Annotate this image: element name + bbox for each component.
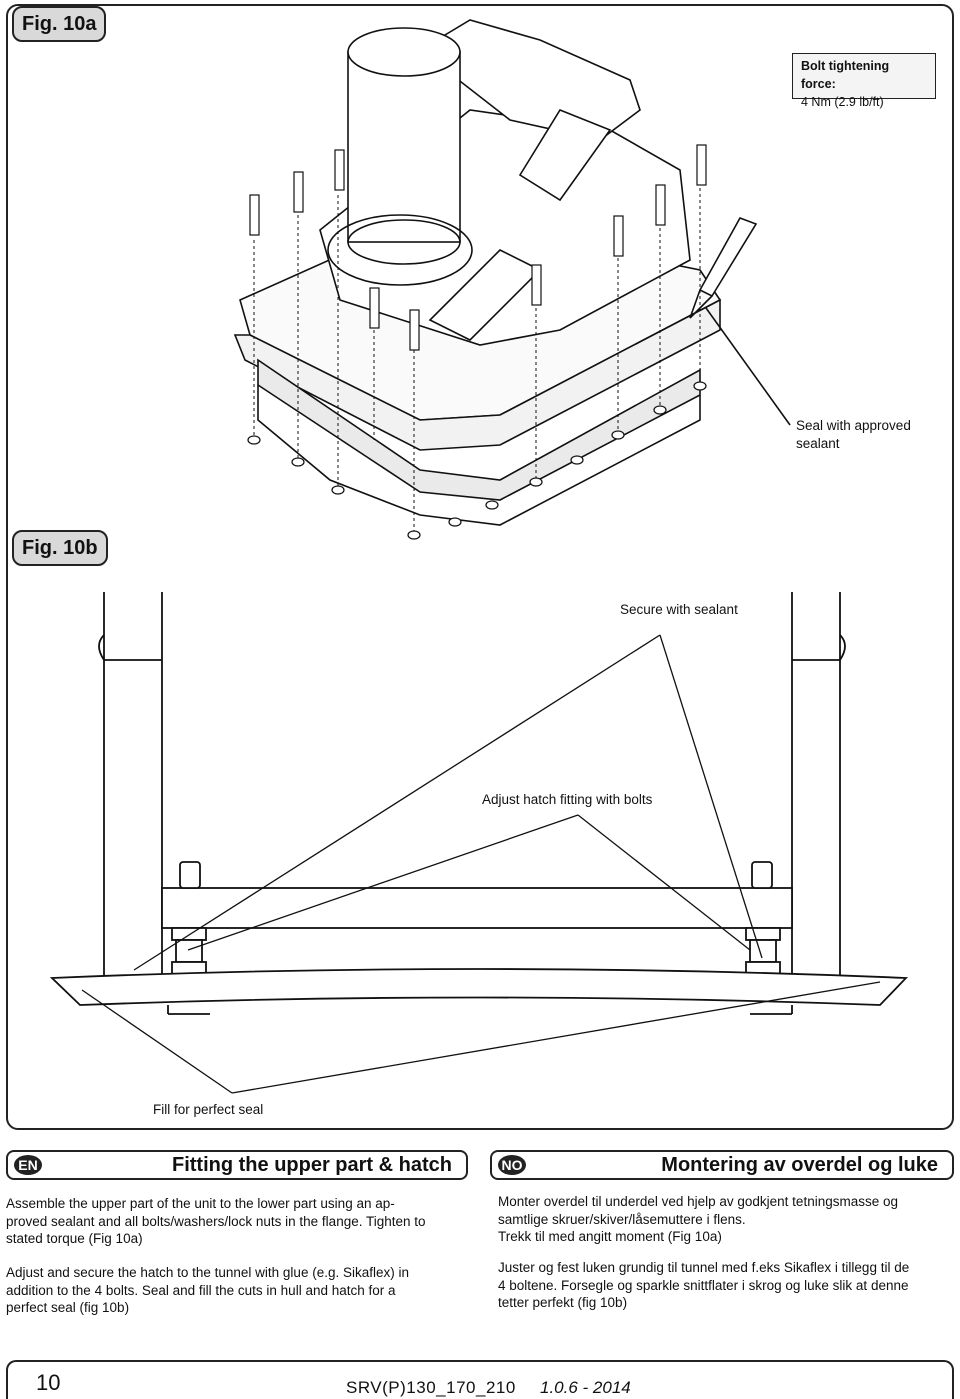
no-p2-line3: tetter perfekt (fig 10b) (498, 1295, 628, 1310)
fig-10b-label: Fig. 10b (12, 530, 108, 566)
footer: 10 SRV(P)130_170_210 1.0.6 - 2014 (6, 1360, 954, 1399)
en-header: EN Fitting the upper part & hatch (6, 1150, 468, 1180)
en-p2-line1: Adjust and secure the hatch to the tunne… (6, 1265, 409, 1280)
torque-title: Bolt tightening force: (801, 59, 890, 91)
no-p1-line1: Monter overdel til underdel ved hjelp av… (498, 1194, 898, 1209)
seal-note-line2: sealant (796, 436, 840, 451)
en-paragraph-1: Assemble the upper part of the unit to t… (6, 1195, 476, 1248)
en-p1-line1: Assemble the upper part of the unit to t… (6, 1196, 395, 1211)
seal-note-line1: Seal with approved (796, 418, 911, 433)
no-p1-line3: Trekk til med angitt moment (Fig 10a) (498, 1229, 722, 1244)
en-p1-line2: proved sealant and all bolts/washers/loc… (6, 1213, 426, 1229)
secure-note: Secure with sealant (620, 602, 738, 617)
no-header: NO Montering av overdel og luke (490, 1150, 954, 1180)
no-title: Montering av overdel og luke (661, 1154, 938, 1176)
en-flag-icon: EN (14, 1155, 42, 1175)
assembly-drawing (49, 19, 909, 1094)
torque-box: Bolt tightening force: 4 Nm (2.9 lb/ft) (792, 53, 936, 109)
en-p2-line2: addition to the 4 bolts. Seal and fill t… (6, 1282, 396, 1298)
no-p1-line2: samtlige skruer/skiver/låsemuttere i fle… (498, 1211, 746, 1227)
en-p2-line3: perfect seal (fig 10b) (6, 1300, 130, 1315)
fig-10a-label: Fig. 10a (12, 6, 107, 42)
no-flag-icon: NO (498, 1155, 526, 1175)
no-p2-line2: 4 boltene. Forsegle og sparkle snittflat… (498, 1277, 909, 1293)
document-id: SRV(P)130_170_210 (346, 1378, 516, 1397)
seal-note: Seal with approved sealant (796, 417, 911, 453)
document-version: 1.0.6 - 2014 (540, 1378, 631, 1397)
page-number: 10 (36, 1370, 61, 1395)
adjust-note: Adjust hatch fitting with bolts (482, 792, 653, 807)
no-paragraph-2: Juster og fest luken grundig til tunnel … (498, 1259, 958, 1312)
fill-note: Fill for perfect seal (153, 1102, 264, 1117)
no-paragraph-1: Monter overdel til underdel ved hjelp av… (498, 1193, 958, 1246)
torque-value: 4 Nm (2.9 lb/ft) (801, 95, 884, 109)
en-p1-line3: stated torque (Fig 10a) (6, 1231, 143, 1246)
en-title: Fitting the upper part & hatch (172, 1154, 452, 1176)
no-p2-line1: Juster og fest luken grundig til tunnel … (498, 1260, 910, 1275)
en-paragraph-2: Adjust and secure the hatch to the tunne… (6, 1264, 476, 1317)
figure-frame (6, 4, 954, 1130)
